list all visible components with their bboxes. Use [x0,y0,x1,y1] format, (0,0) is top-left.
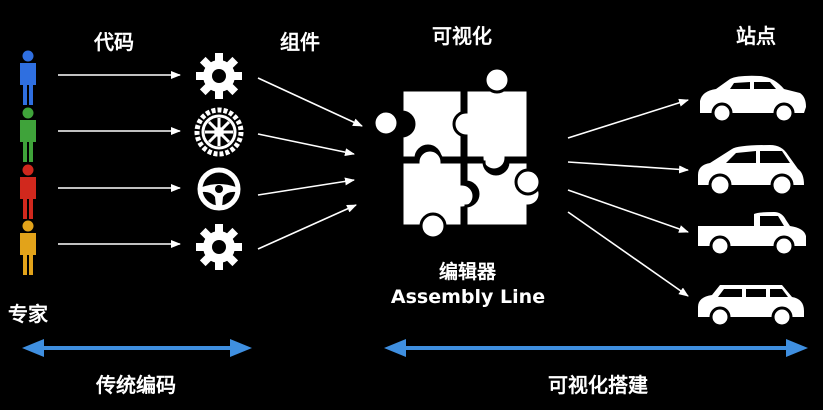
sedan-icon [700,75,806,124]
wagon-icon [698,285,804,328]
header-visualization: 可视化 [432,24,492,48]
header-code: 代码 [94,30,134,54]
gear-icon [196,224,242,270]
footer-traditional: 传统编码 [96,373,176,397]
person-icon [20,220,36,275]
expert-arrows [58,71,181,248]
traditional-span-arrow [22,339,252,357]
experts-label: 专家 [8,302,48,326]
wheel-icon [194,107,244,157]
editor-subtitle: Assembly Line [390,286,546,308]
site-arrows [567,98,689,297]
editor-title: 编辑器 [438,261,496,283]
person-icon [20,107,36,162]
hatchback-icon [698,145,804,197]
person-icon [20,164,36,219]
visual-span-arrow [384,339,808,357]
footer-visual: 可视化搭建 [548,373,648,397]
header-components: 组件 [280,30,320,54]
puzzle-icon [372,66,542,240]
header-sites: 站点 [736,24,776,48]
gear-icon [196,53,242,99]
steering-wheel-icon [197,167,241,211]
person-icon [20,50,36,105]
component-arrows [257,77,363,250]
pickup-truck-icon [698,212,806,257]
